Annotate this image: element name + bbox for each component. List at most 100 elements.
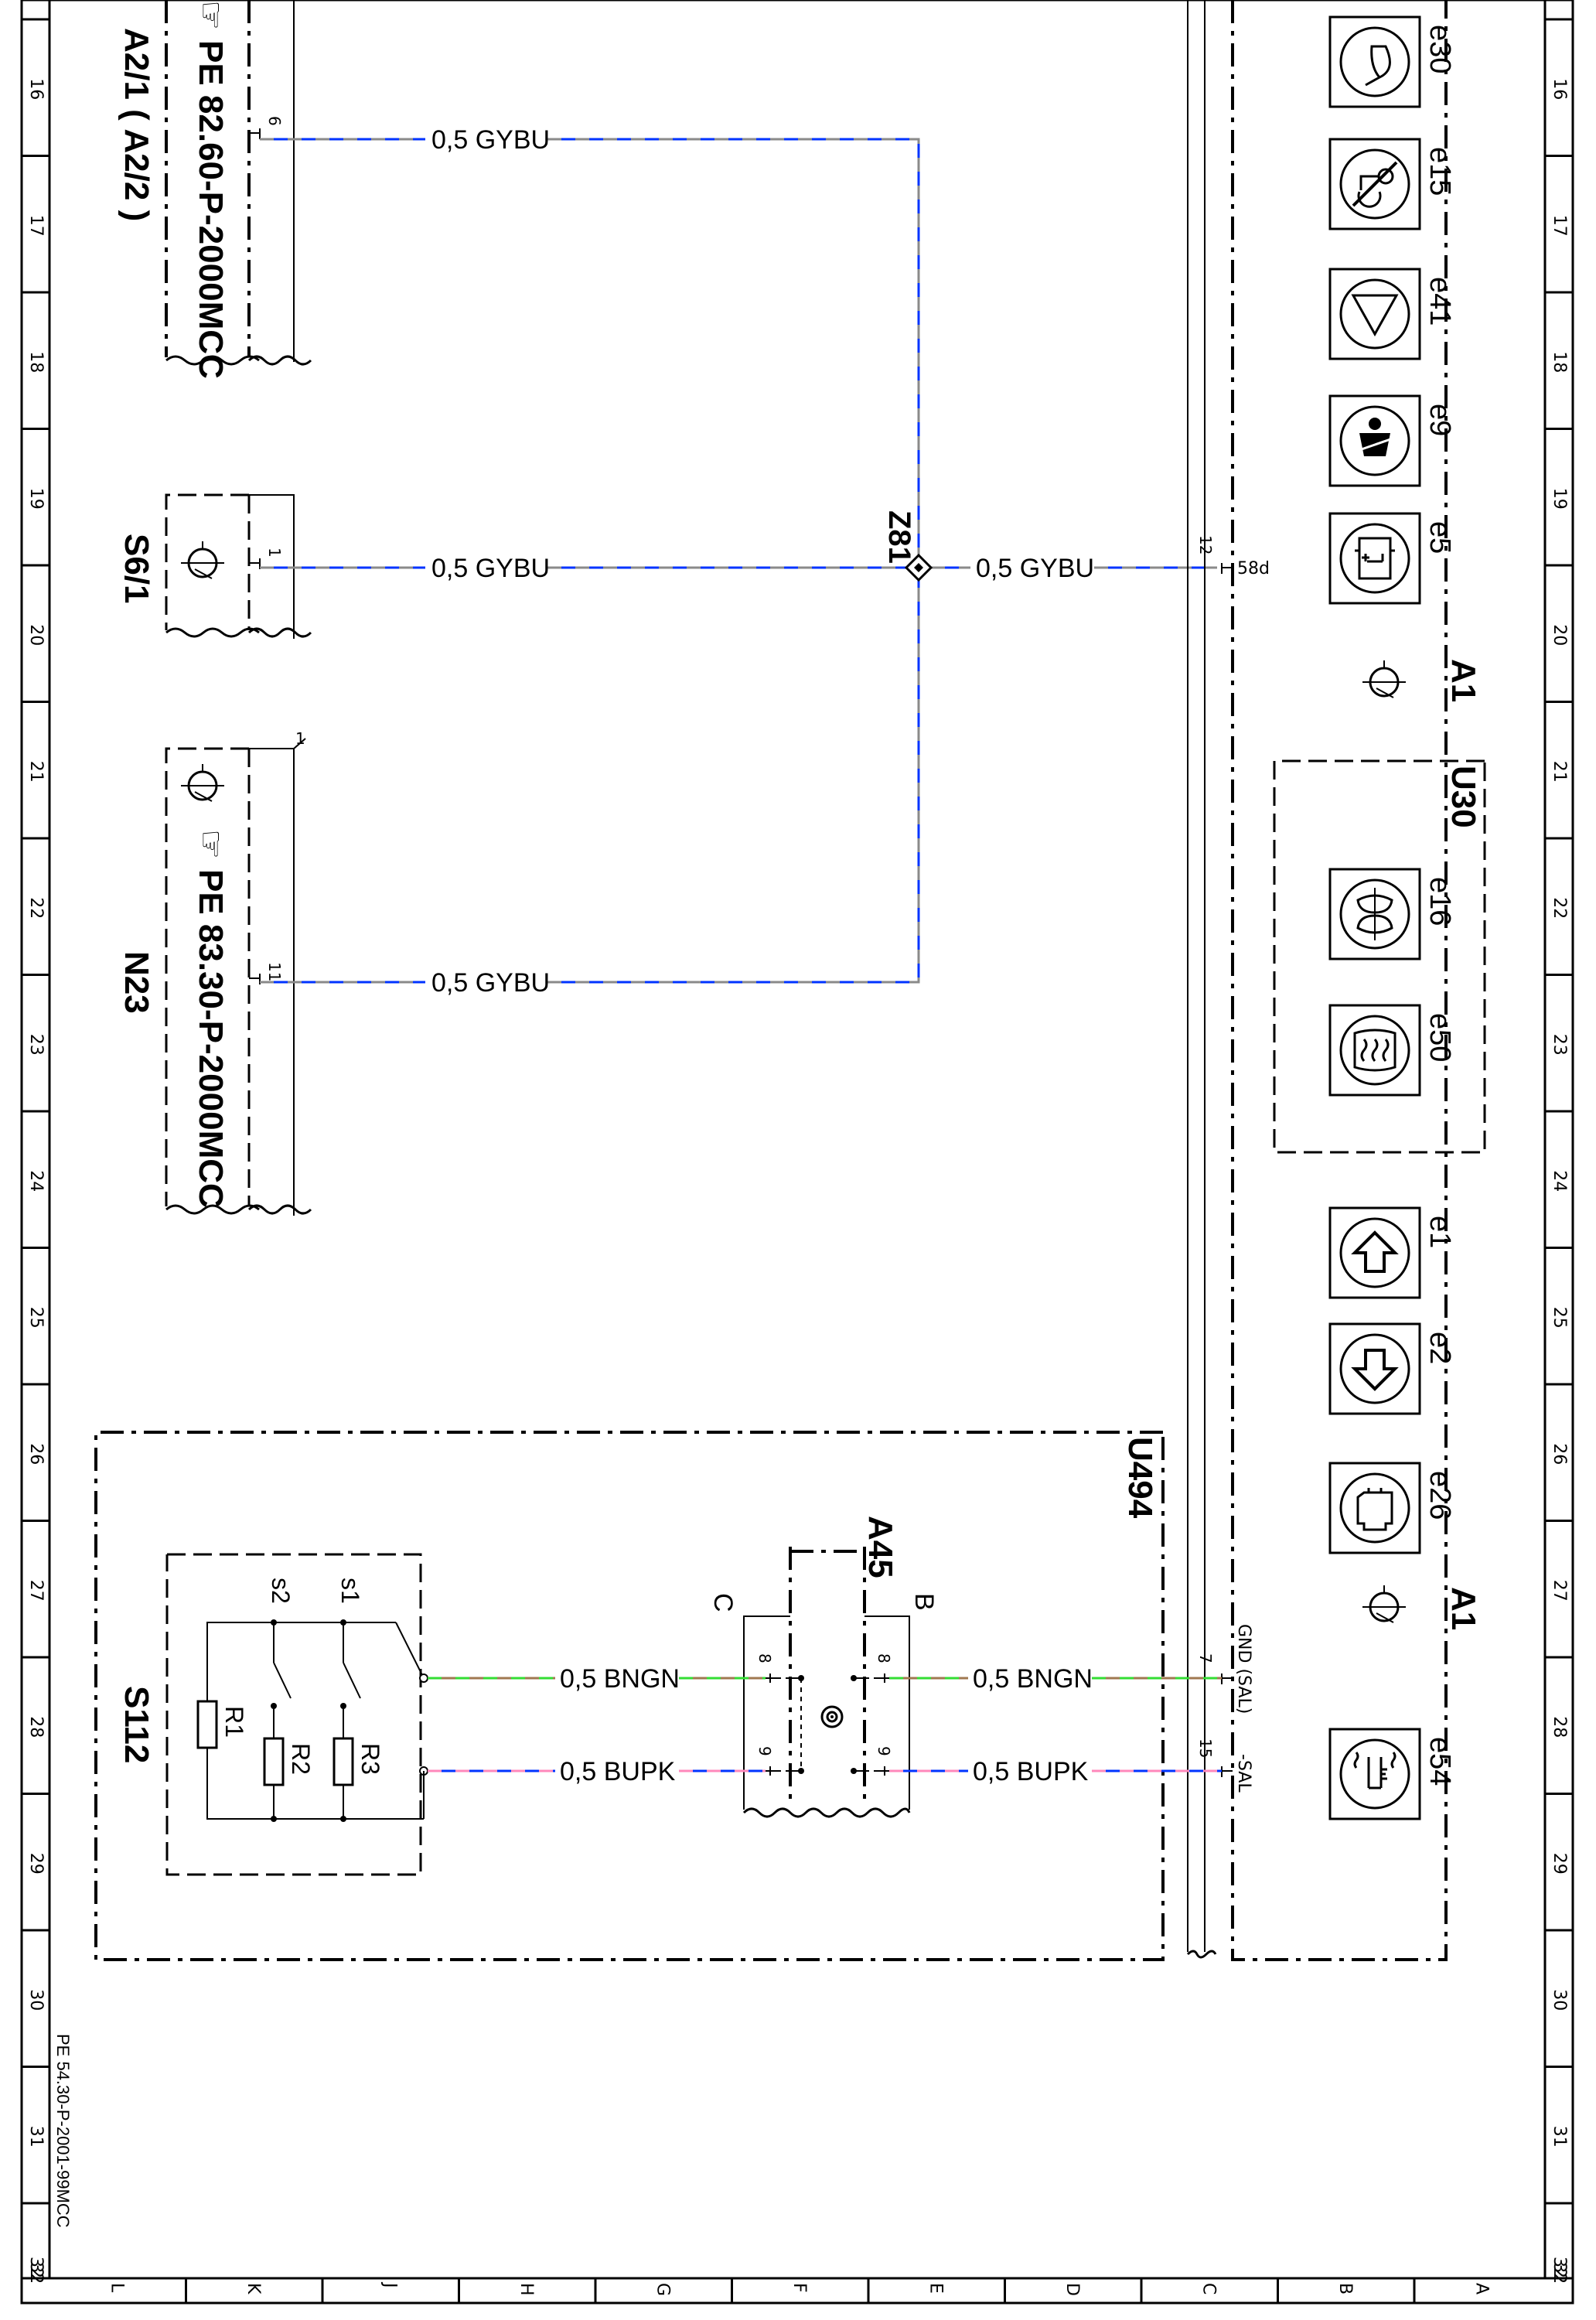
indicator-e2-frame bbox=[1328, 1322, 1421, 1415]
component-u30: U30 bbox=[1273, 759, 1486, 1154]
s6-1-label: S6/1 bbox=[118, 534, 155, 604]
a2-1-ref: PE 82.60-P-2000MCC bbox=[192, 40, 230, 379]
row-label-left: 22 bbox=[26, 897, 46, 919]
row-label-right: 28 bbox=[1550, 1716, 1569, 1738]
u494-box bbox=[94, 1431, 1165, 1961]
indicator-e1-frame bbox=[1328, 1206, 1421, 1299]
frame-outer bbox=[20, 0, 1574, 2305]
z81-connector-icon bbox=[904, 553, 933, 582]
row-label-right: 29 bbox=[1550, 1853, 1569, 1875]
column-label: A bbox=[1472, 2283, 1491, 2294]
row-label-right: 17 bbox=[1550, 215, 1569, 237]
indicator-e41-code: e41 bbox=[1424, 277, 1456, 326]
indicator-e2: e2 bbox=[1328, 1322, 1456, 1415]
indicator-e15: e15 bbox=[1328, 138, 1456, 230]
row-label-left: 27 bbox=[26, 1580, 46, 1602]
indicator-e50: e50 bbox=[1328, 1004, 1456, 1097]
a45-side-c bbox=[743, 1615, 790, 1810]
a45-pin-9-right bbox=[854, 1766, 889, 1776]
n23-side-pin: 1 bbox=[295, 729, 305, 748]
a1-pin-sal-label: -SAL bbox=[1234, 1754, 1253, 1793]
a1-label-2: A1 bbox=[1444, 1587, 1482, 1630]
a1-pin-gnd-number: 7 bbox=[1196, 1653, 1215, 1663]
a2-1-label: A2/1 ( A2/2 ) bbox=[118, 28, 155, 221]
row-label-left: 29 bbox=[26, 1853, 46, 1875]
a45-node-1 bbox=[798, 1675, 804, 1681]
a1-pin-58d bbox=[1221, 563, 1233, 574]
indicator-e1-code: e1 bbox=[1424, 1216, 1456, 1248]
a45-side-c-label: C bbox=[708, 1593, 738, 1612]
indicator-e9-code: e9 bbox=[1424, 404, 1456, 436]
a45-pin-8-right bbox=[854, 1673, 889, 1683]
column-ticks bbox=[185, 2278, 1416, 2303]
a45-pin-8a: 8 bbox=[755, 1653, 774, 1663]
s6-1-box-left bbox=[165, 493, 249, 630]
s112-s1-label: s1 bbox=[336, 1578, 364, 1604]
row-label-left: 21 bbox=[26, 761, 46, 783]
wire-label-5: 0,5 BNGN bbox=[560, 1664, 680, 1694]
airbag-off-icon bbox=[1339, 148, 1410, 220]
row-label-left: 26 bbox=[26, 1443, 46, 1465]
a1-pin-gnd-label: GND (SAL) bbox=[1234, 1624, 1253, 1714]
a45-pin-9a: 9 bbox=[755, 1746, 774, 1756]
row-label-left: 32 bbox=[26, 2257, 46, 2278]
a1-pin-gnd bbox=[1221, 1673, 1233, 1684]
a2-1-pin-number: 6 bbox=[265, 116, 284, 126]
wire-n23-to-z81 bbox=[260, 572, 920, 984]
bngn-bupk-wiring: 0,5 BNGN 0,5 BNGN 0,5 BUPK 0,5 BUPK bbox=[428, 1664, 1222, 1786]
a1-pin-58d-label: 58d bbox=[1237, 559, 1270, 578]
indicator-e5: e5 bbox=[1328, 512, 1456, 605]
s112-resistor-r1 bbox=[196, 1700, 218, 1749]
row-label-right: 22 bbox=[1550, 897, 1569, 919]
row-label-left: 18 bbox=[26, 351, 46, 373]
wire-label-4: 0,5 GYBU bbox=[976, 554, 1094, 583]
a1-lamp-icon-1 bbox=[1362, 660, 1406, 698]
a45-node-2 bbox=[851, 1675, 857, 1681]
row-label-left: 32 bbox=[26, 2262, 46, 2284]
heated-window-icon bbox=[1339, 1015, 1410, 1086]
a2-1-pin bbox=[249, 128, 261, 139]
a45-pin-9-left bbox=[766, 1766, 801, 1776]
s6-1-lamp-icon bbox=[181, 541, 224, 579]
n23-ref: PE 83.30-P-2000MCC bbox=[192, 869, 230, 1208]
row-ticks bbox=[22, 18, 1573, 2205]
n23-pin bbox=[249, 974, 261, 984]
s112-terminal-top bbox=[419, 1673, 428, 1683]
fog-lamp-icon bbox=[1339, 879, 1410, 950]
n23-pin-number: 11 bbox=[265, 962, 284, 981]
column-label: C bbox=[1199, 2283, 1218, 2294]
row-label-right: 23 bbox=[1550, 1034, 1569, 1056]
a2-1-cut-wave-2 bbox=[247, 355, 312, 366]
indicator-e41-frame bbox=[1328, 268, 1421, 360]
a45-pin-8b: 8 bbox=[875, 1653, 893, 1663]
row-label-right: 21 bbox=[1550, 761, 1569, 783]
n23-lamp-icon bbox=[181, 764, 224, 802]
component-s112: S112 s1 bbox=[118, 1553, 428, 1876]
n23-side-tick bbox=[293, 738, 306, 749]
u30-label: U30 bbox=[1444, 766, 1482, 828]
s6-1-cut-wave bbox=[165, 627, 260, 638]
z81-label: Z81 bbox=[882, 510, 916, 564]
indicator-e54: e54 bbox=[1328, 1728, 1456, 1820]
column-label: K bbox=[244, 2283, 263, 2294]
engine-icon bbox=[1339, 1472, 1410, 1544]
column-label: D bbox=[1062, 2283, 1082, 2296]
wire-label-1: 0,5 GYBU bbox=[431, 125, 550, 155]
s6-1-side bbox=[249, 494, 295, 639]
wire-a2-1-to-z81 bbox=[260, 138, 920, 563]
wire-label-6: 0,5 BNGN bbox=[973, 1664, 1093, 1694]
u30-box bbox=[1273, 759, 1486, 1154]
a1-pin-58d-number: 12 bbox=[1196, 535, 1215, 554]
indicator-e5-frame bbox=[1328, 512, 1421, 605]
arrow-down-icon bbox=[1339, 1333, 1410, 1404]
a1-lamp-icon-2 bbox=[1362, 1585, 1406, 1623]
s112-s2-label: s2 bbox=[267, 1578, 295, 1604]
a2-1-cut-wave bbox=[165, 355, 260, 366]
a45-label: A45 bbox=[861, 1516, 899, 1578]
row-label-right: 25 bbox=[1550, 1307, 1569, 1329]
column-label: E bbox=[926, 2283, 945, 2294]
a1-label-1: A1 bbox=[1444, 659, 1482, 702]
a45-spiral-icon bbox=[820, 1705, 844, 1728]
